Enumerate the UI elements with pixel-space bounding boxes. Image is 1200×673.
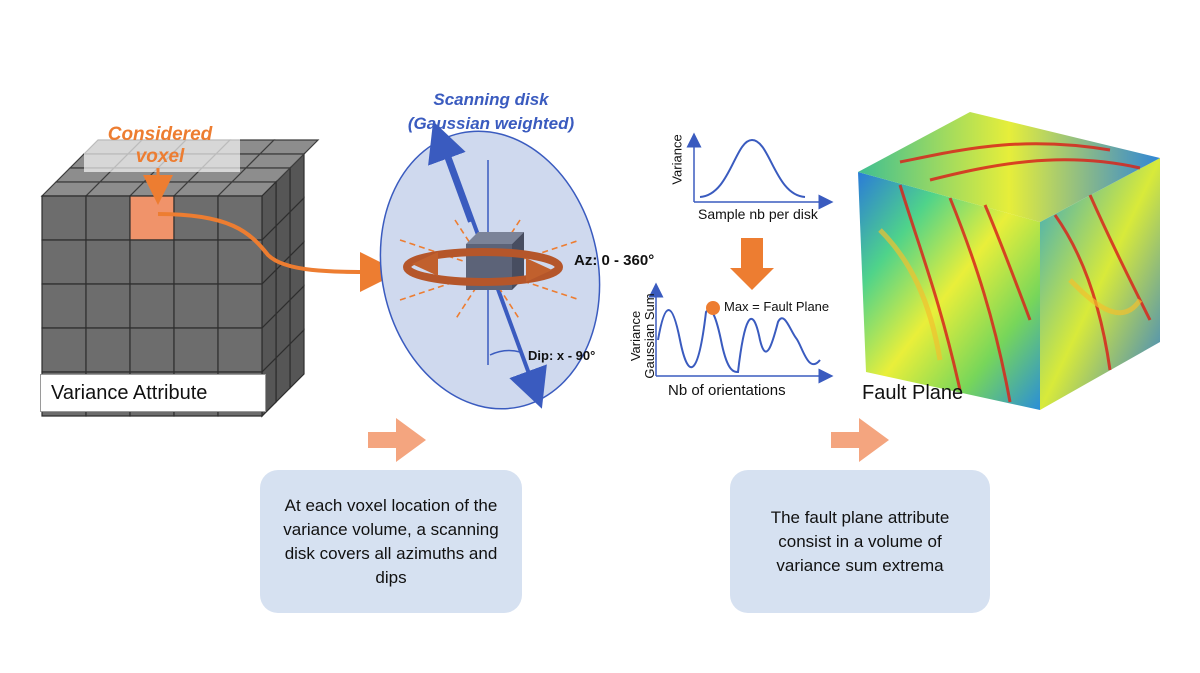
max-fault-plane-marker [706,301,720,315]
process-arrow-left [368,418,426,462]
voxel-front-face [129,239,175,285]
voxel-front-face [217,195,263,241]
voxel-label: Considered voxel [107,124,213,167]
scanning-disk-title: Scanning disk (Gaussian weighted) [407,90,575,133]
variance-axis-label: Variance [669,134,685,185]
voxel-front-face [41,239,87,285]
voxel-to-disk-connector [157,212,400,292]
voxel-front-face [129,327,175,373]
sample-axis-label: Sample nb per disk [698,206,818,222]
variance-sum-chart [648,282,834,384]
considered-voxel [129,195,175,241]
callout-scanning-disk: At each voxel location of the variance v… [260,470,522,613]
voxel-front-face [217,327,263,373]
variance-curve [699,138,806,198]
voxel-front-face [217,283,263,329]
voxel-front-face [85,283,131,329]
variance-cube [40,128,320,418]
voxel-front-face [85,327,131,373]
voxel-front-face [173,327,219,373]
voxel-front-face [85,239,131,285]
voxel-front-face [41,283,87,329]
fault-plane-label: Fault Plane [862,382,964,404]
orientations-axis-label: Nb of orientations [668,382,786,399]
callout-fault-plane: The fault plane attribute consist in a v… [730,470,990,613]
variance-attribute-label: Variance Attribute [40,374,266,412]
voxel-highlight-plane [84,128,240,172]
voxel-front-face [217,239,263,285]
voxel-front-face [41,327,87,373]
gaussian-sum-axis-label: Variance Gaussian Sum [628,293,657,379]
azimuth-label: Az: 0 - 360° [574,252,655,269]
voxel-front-face [129,283,175,329]
fault-plane-cube [858,112,1160,410]
max-fault-plane-annotation: Max = Fault Plane [724,299,830,314]
voxel-front-face [173,239,219,285]
voxel-front-face [41,195,87,241]
voxel-front-face [85,195,131,241]
process-arrow-right [831,418,889,462]
scanning-disk [379,121,601,410]
dip-label: Dip: x - 90° [528,348,596,363]
variance-sum-curve [657,308,821,374]
voxel-front-face [173,283,219,329]
variance-chart [686,132,834,210]
chart-transition-arrow [730,238,774,290]
